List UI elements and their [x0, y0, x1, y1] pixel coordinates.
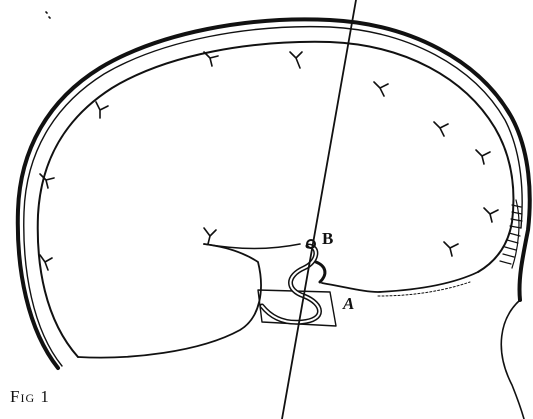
tentorium-fringe: [378, 282, 470, 296]
corner-ink-mark: [46, 12, 50, 18]
hatched-bone-region: [500, 200, 522, 268]
dura-membrane: [38, 42, 514, 357]
brain-base-outline: [78, 244, 261, 358]
neck-outline: [501, 300, 524, 419]
tentorium-line: [322, 272, 478, 292]
reference-axis-line: [282, 0, 356, 419]
point-b-label: B: [322, 229, 333, 249]
figure-caption: Fig 1: [10, 387, 50, 407]
basal-fissure: [204, 244, 300, 249]
point-a-label: A: [343, 294, 354, 314]
cortical-vessels: [40, 52, 498, 270]
